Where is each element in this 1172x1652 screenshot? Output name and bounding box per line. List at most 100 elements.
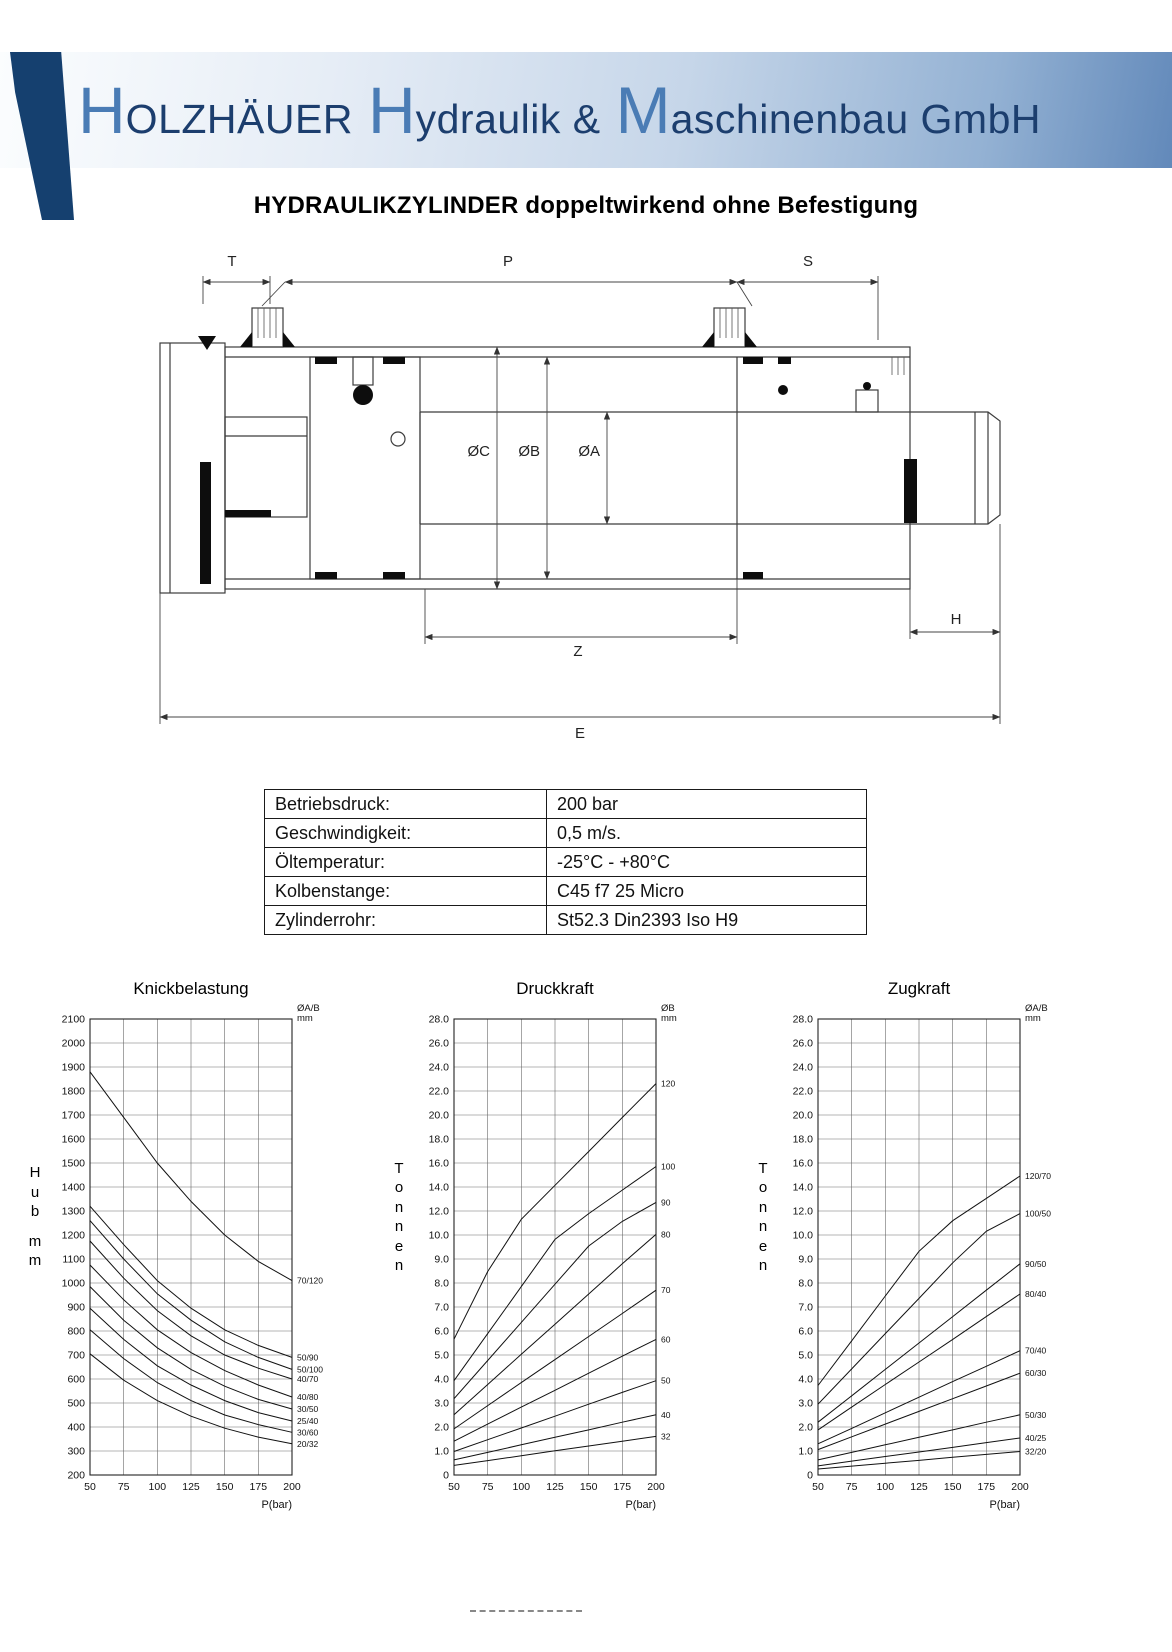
spec-label: Öltemperatur: xyxy=(264,847,547,877)
svg-text:9.0: 9.0 xyxy=(434,1254,449,1266)
svg-text:70/40: 70/40 xyxy=(1025,1346,1047,1356)
svg-text:7.0: 7.0 xyxy=(798,1302,813,1314)
svg-text:6.0: 6.0 xyxy=(434,1326,449,1338)
chart-canvas: 01.02.03.04.05.06.07.08.09.010.012.014.0… xyxy=(429,1003,677,1511)
technical-drawing-section: T P S ØC ØB ØA Z H E xyxy=(140,240,1172,755)
svg-text:10.0: 10.0 xyxy=(793,1230,814,1242)
logo-rest: ydraulik & xyxy=(415,96,601,142)
svg-text:30/50: 30/50 xyxy=(297,1404,319,1414)
svg-text:2100: 2100 xyxy=(62,1014,86,1026)
svg-text:40: 40 xyxy=(661,1410,671,1420)
piston-rod xyxy=(419,411,1001,525)
svg-text:50/100: 50/100 xyxy=(297,1364,323,1374)
svg-text:16.0: 16.0 xyxy=(429,1158,450,1170)
svg-text:3.0: 3.0 xyxy=(434,1398,449,1410)
svg-text:0: 0 xyxy=(807,1470,813,1482)
svg-text:22.0: 22.0 xyxy=(793,1086,814,1098)
dim-label-oa: ØA xyxy=(578,443,600,460)
svg-text:14.0: 14.0 xyxy=(793,1182,814,1194)
svg-text:50/30: 50/30 xyxy=(1025,1410,1047,1420)
svg-text:ØB: ØB xyxy=(661,1003,675,1014)
chart-canvas: 2003004005006007008009001000110012001300… xyxy=(62,1003,324,1511)
dim-label-ob: ØB xyxy=(518,443,540,460)
svg-text:P(bar): P(bar) xyxy=(989,1499,1020,1511)
logo-initial: H xyxy=(367,73,416,147)
spec-value: C45 f7 25 Micro xyxy=(546,876,867,906)
svg-text:75: 75 xyxy=(482,1481,494,1493)
svg-text:40/80: 40/80 xyxy=(297,1392,319,1402)
svg-text:800: 800 xyxy=(67,1326,85,1338)
spec-row: Betriebsdruck:200 bar xyxy=(264,789,867,819)
dim-label-s: S xyxy=(803,253,813,270)
svg-text:150: 150 xyxy=(216,1481,234,1493)
logo-initial: M xyxy=(615,73,671,147)
port-left xyxy=(240,307,295,348)
svg-text:0: 0 xyxy=(443,1470,449,1482)
svg-text:75: 75 xyxy=(118,1481,130,1493)
svg-text:70: 70 xyxy=(661,1285,671,1295)
dim-label-h: H xyxy=(951,611,962,628)
spec-label: Geschwindigkeit: xyxy=(264,818,547,848)
logo-initial: H xyxy=(78,73,126,147)
dim-label-oc: ØC xyxy=(468,443,491,460)
svg-text:175: 175 xyxy=(250,1481,268,1493)
svg-text:1500: 1500 xyxy=(62,1158,86,1170)
svg-text:14.0: 14.0 xyxy=(429,1182,450,1194)
svg-text:26.0: 26.0 xyxy=(793,1038,814,1050)
svg-text:2.0: 2.0 xyxy=(434,1422,449,1434)
svg-text:P(bar): P(bar) xyxy=(261,1499,292,1511)
svg-text:80/40: 80/40 xyxy=(1025,1289,1047,1299)
svg-text:40/70: 40/70 xyxy=(297,1374,319,1384)
svg-text:5.0: 5.0 xyxy=(798,1350,813,1362)
spec-row: Kolbenstange:C45 f7 25 Micro xyxy=(264,876,867,906)
spec-label: Betriebsdruck: xyxy=(264,789,547,819)
svg-text:175: 175 xyxy=(978,1481,996,1493)
svg-text:50: 50 xyxy=(661,1376,671,1386)
svg-text:900: 900 xyxy=(67,1302,85,1314)
svg-text:100: 100 xyxy=(661,1162,675,1172)
svg-text:125: 125 xyxy=(546,1481,564,1493)
svg-text:50/90: 50/90 xyxy=(297,1352,319,1362)
svg-text:22.0: 22.0 xyxy=(429,1086,450,1098)
svg-text:600: 600 xyxy=(67,1374,85,1386)
svg-text:9.0: 9.0 xyxy=(798,1254,813,1266)
svg-text:7.0: 7.0 xyxy=(434,1302,449,1314)
port-right xyxy=(702,307,757,348)
svg-text:8.0: 8.0 xyxy=(798,1278,813,1290)
spec-row: Geschwindigkeit:0,5 m/s. xyxy=(264,818,867,848)
svg-text:6.0: 6.0 xyxy=(798,1326,813,1338)
svg-text:ØA/B: ØA/B xyxy=(297,1003,320,1014)
svg-text:100: 100 xyxy=(513,1481,531,1493)
footer-divider-mark xyxy=(470,1610,582,1612)
svg-text:28.0: 28.0 xyxy=(793,1014,814,1026)
svg-text:125: 125 xyxy=(182,1481,200,1493)
svg-text:150: 150 xyxy=(944,1481,962,1493)
spec-row: Öltemperatur:-25°C - +80°C xyxy=(264,847,867,877)
svg-text:24.0: 24.0 xyxy=(793,1062,814,1074)
svg-text:175: 175 xyxy=(614,1481,632,1493)
dim-label-e: E xyxy=(575,725,585,742)
page-title: HYDRAULIKZYLINDER doppeltwirkend ohne Be… xyxy=(253,192,919,219)
logo-rest: aschinenbau GmbH xyxy=(670,96,1041,142)
svg-text:500: 500 xyxy=(67,1398,85,1410)
chart-title: Druckkraft xyxy=(516,979,594,998)
svg-text:20.0: 20.0 xyxy=(429,1110,450,1122)
spec-value: 0,5 m/s. xyxy=(546,818,867,848)
svg-text:100: 100 xyxy=(877,1481,895,1493)
svg-text:2.0: 2.0 xyxy=(798,1422,813,1434)
svg-text:1.0: 1.0 xyxy=(798,1446,813,1458)
svg-text:150: 150 xyxy=(580,1481,598,1493)
cylinder-technical-drawing: T P S ØC ØB ØA Z H E xyxy=(159,253,1001,742)
piston xyxy=(309,356,421,580)
svg-text:1900: 1900 xyxy=(62,1062,86,1074)
